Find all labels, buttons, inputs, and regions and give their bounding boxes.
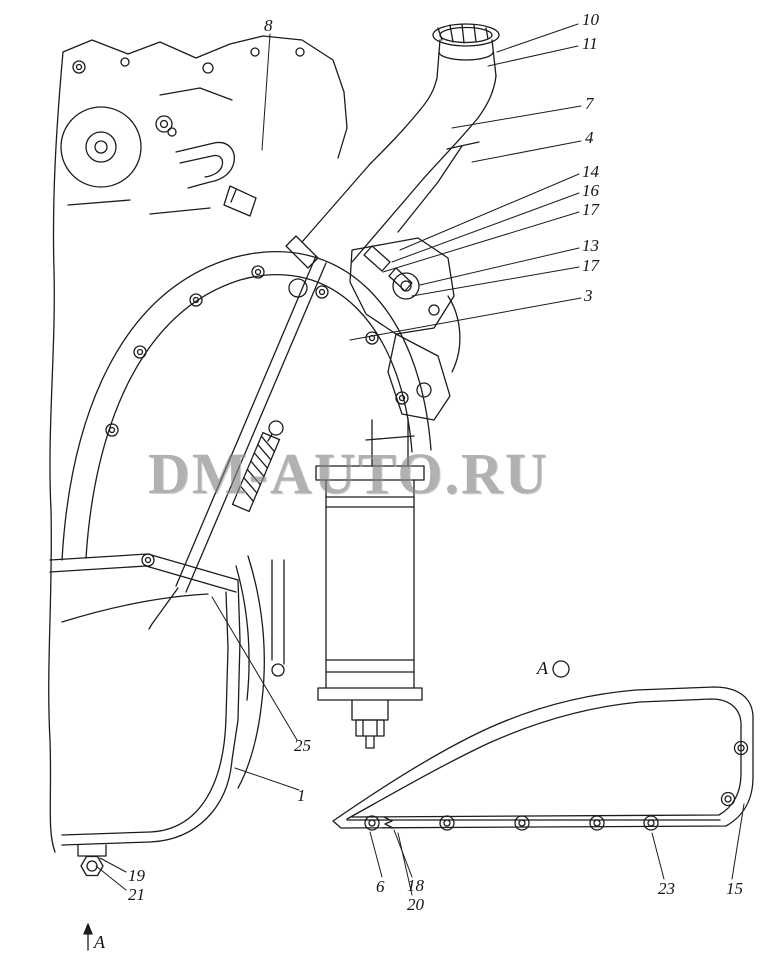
- callout-18: 18: [407, 876, 424, 895]
- section-arrow: [83, 923, 93, 951]
- callout-20: 20: [407, 895, 424, 914]
- callout-19: 19: [128, 866, 145, 885]
- callout-16: 16: [582, 181, 599, 200]
- callout-13: 13: [582, 236, 599, 255]
- section-a-label: A: [94, 932, 105, 952]
- callout-17a: 17: [582, 200, 599, 219]
- engine-block-outline: [48, 35, 348, 853]
- callout-4: 4: [585, 128, 594, 147]
- leader-lines: [95, 23, 745, 896]
- callout-25: 25: [294, 736, 311, 755]
- callout-3: 3: [584, 286, 593, 305]
- callout-23: 23: [658, 879, 675, 898]
- pump-filter-assembly: [315, 237, 461, 749]
- view-a-circle: [552, 660, 570, 678]
- callout-8: 8: [264, 16, 273, 35]
- view-a-label: A: [537, 658, 548, 678]
- callout-7: 7: [585, 94, 594, 113]
- oil-dipstick: [148, 141, 480, 630]
- callout-17b: 17: [582, 256, 599, 275]
- callout-1: 1: [297, 786, 306, 805]
- callout-11: 11: [582, 34, 598, 53]
- oil-pan-detail-view: [332, 660, 754, 831]
- bell-housing: [61, 250, 432, 789]
- callout-10: 10: [582, 10, 599, 29]
- callout-6: 6: [376, 877, 385, 896]
- callout-21: 21: [128, 885, 145, 904]
- callout-15: 15: [726, 879, 743, 898]
- callout-14: 14: [582, 162, 599, 181]
- oil-pan-main-view: [49, 553, 241, 877]
- oil-filler-tube: [285, 23, 500, 292]
